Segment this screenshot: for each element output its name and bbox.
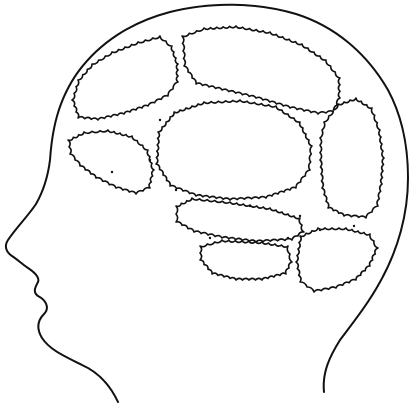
speckle-dot xyxy=(209,237,211,239)
brain-regions xyxy=(68,26,384,292)
speckle-dot xyxy=(287,237,289,239)
speckle-dot xyxy=(111,171,113,173)
speckle-dot xyxy=(319,229,321,231)
center-oval-region xyxy=(156,100,312,200)
speckle-dot xyxy=(149,159,151,161)
speckle-dot xyxy=(353,225,355,227)
lower-band-region xyxy=(200,240,292,280)
right-lower-region xyxy=(296,228,378,292)
speckle-dot xyxy=(159,119,161,121)
top-center-region xyxy=(182,26,340,114)
right-upper-region xyxy=(320,98,384,218)
speckle-dot xyxy=(299,215,301,217)
speckle-dot xyxy=(249,205,251,207)
upper-left-region xyxy=(72,36,178,120)
middle-band-region xyxy=(176,198,304,242)
left-side-region xyxy=(68,130,154,194)
speckle-dot xyxy=(175,189,177,191)
